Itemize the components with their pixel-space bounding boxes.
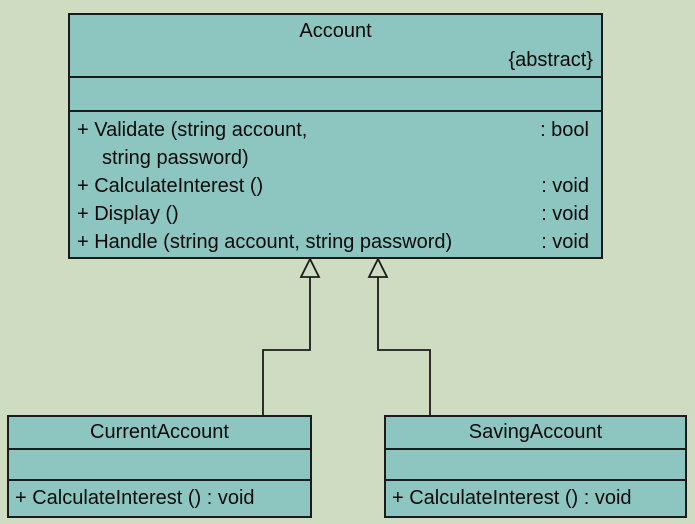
hollow-triangle-arrowhead-icon xyxy=(299,256,321,278)
class-title: SavingAccount xyxy=(468,421,603,443)
methods-compartment: + CalculateInterest () : void xyxy=(9,481,310,516)
generalization-line xyxy=(262,277,311,417)
method-signature: + CalculateInterest () : void xyxy=(392,487,632,509)
method-return-type: : bool xyxy=(540,119,589,141)
uml-class-savingaccount: SavingAccount + CalculateInterest () : v… xyxy=(384,415,687,518)
attributes-compartment xyxy=(9,450,310,481)
method-row: + Validate (string account, : bool xyxy=(77,116,589,144)
class-stereotype: {abstract} xyxy=(508,49,593,71)
class-header: Account {abstract} xyxy=(70,15,601,78)
class-header: CurrentAccount xyxy=(9,417,310,450)
method-signature: + Validate (string account, xyxy=(77,119,308,141)
method-return-type: : void xyxy=(541,203,589,225)
hollow-triangle-arrowhead-icon xyxy=(367,256,389,278)
method-row: string password) xyxy=(77,144,589,172)
method-signature: + CalculateInterest () xyxy=(77,175,264,197)
method-return-type: : void xyxy=(541,231,589,253)
methods-compartment: + Validate (string account, : bool strin… xyxy=(70,112,601,257)
class-title: Account xyxy=(299,20,372,42)
attributes-compartment xyxy=(386,450,685,481)
uml-class-account: Account {abstract} + Validate (string ac… xyxy=(68,13,603,259)
method-signature: + CalculateInterest () : void xyxy=(15,487,255,509)
generalization-arrow-savingaccount xyxy=(367,256,431,417)
generalization-line xyxy=(377,277,431,417)
method-signature: + Handle (string account, string passwor… xyxy=(77,231,453,253)
class-header: SavingAccount xyxy=(386,417,685,450)
method-row: + Handle (string account, string passwor… xyxy=(77,228,589,256)
method-signature-continuation: string password) xyxy=(102,147,249,169)
methods-compartment: + CalculateInterest () : void xyxy=(386,481,685,516)
attributes-compartment xyxy=(70,78,601,112)
class-title: CurrentAccount xyxy=(90,421,229,443)
uml-class-currentaccount: CurrentAccount + CalculateInterest () : … xyxy=(7,415,312,518)
generalization-arrow-currentaccount xyxy=(262,256,321,417)
method-row: + CalculateInterest () : void xyxy=(77,172,589,200)
method-return-type: : void xyxy=(541,175,589,197)
method-row: + Display () : void xyxy=(77,200,589,228)
method-signature: + Display () xyxy=(77,203,179,225)
